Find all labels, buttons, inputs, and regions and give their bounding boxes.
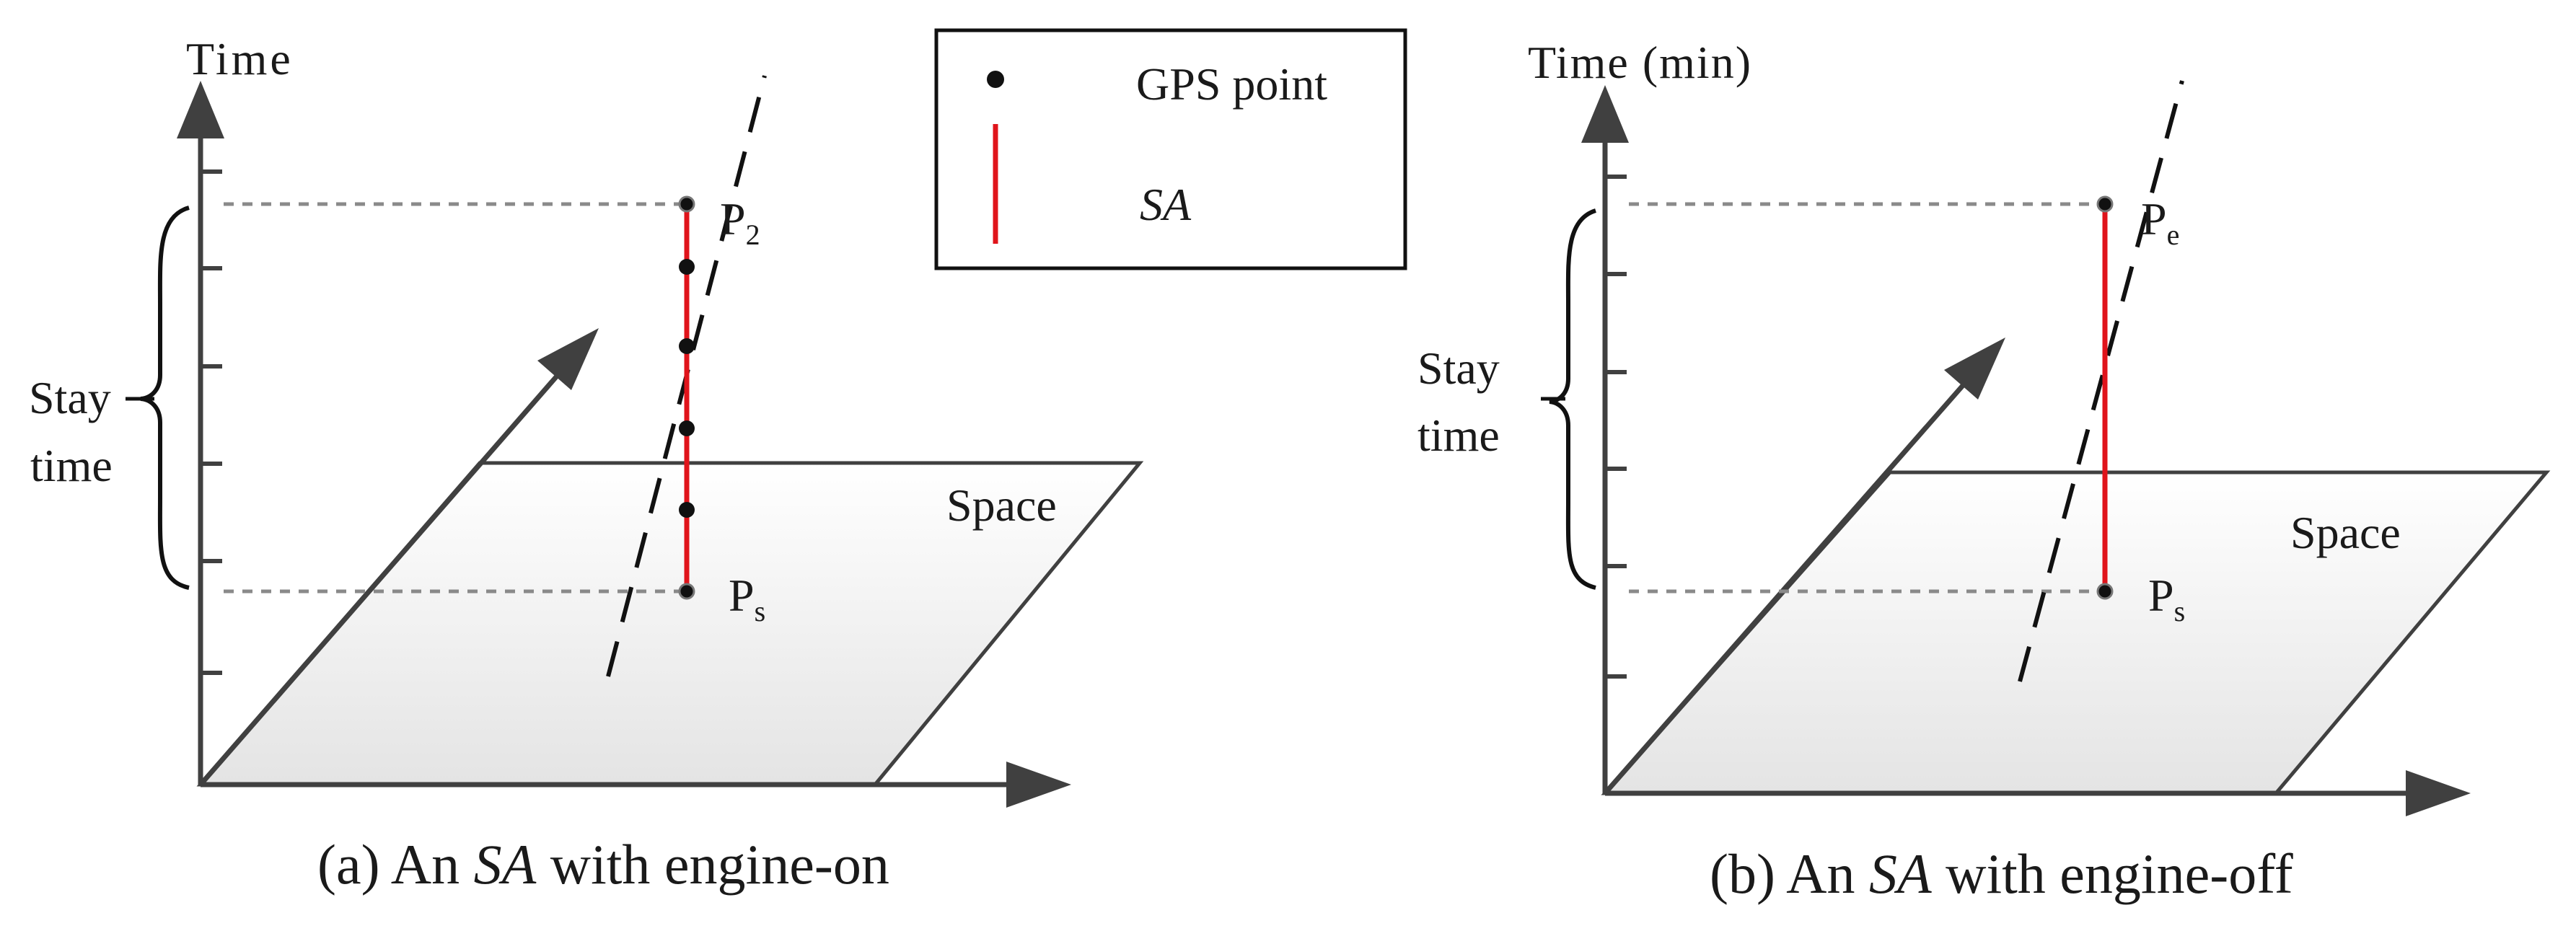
gps-point [2096,583,2114,600]
x-axis-b [1605,770,2471,816]
gps-point [678,195,695,213]
y-axis-arrow-a [537,328,599,390]
y-axis-a [198,328,599,787]
point-label-start-a: Ps [729,570,765,627]
time-axis-b [1581,85,1629,793]
gps-points-b [2096,195,2114,600]
stay-label-a-line1: Stay [29,372,111,423]
caption-b: (b) An SA with engine-off [1710,842,2293,905]
gps-points-a [678,195,695,600]
legend-box [934,28,1407,270]
x-axis-a [201,762,1071,808]
space-label-b: Space [2290,507,2401,558]
panel-a: Time Stay time Space P2 Ps (a) An SA wit… [29,33,1144,896]
space-label-a: Space [946,480,1057,531]
legend: GPS point SA [934,28,1407,270]
gps-point [679,259,695,275]
panel-b: Time (min) Stay time Space Pe Ps (b) An … [1417,37,2551,905]
time-axis-arrow-b [1581,85,1629,143]
trajectory-dashed-b [2018,80,2184,682]
y-axis-b [1603,337,2005,795]
gps-point [679,338,695,354]
stay-label-a-line2: time [30,440,113,491]
point-label-start-b: Ps [2148,570,2185,627]
legend-gps-point-label: GPS point [1136,58,1327,110]
gps-point [679,420,695,436]
point-label-end-a: P2 [720,193,760,251]
gps-point [2096,195,2114,213]
time-axis-arrow-a [177,81,224,138]
legend-sa-label: SA [1140,179,1192,230]
time-axis-label-b: Time (min) [1528,37,1752,88]
stay-time-brace-b [1549,208,1597,590]
stay-label-b-line1: Stay [1417,343,1500,394]
stay-label-b-line2: time [1417,410,1500,461]
y-axis-arrow-b [1944,337,2005,400]
gps-point [678,583,695,600]
point-label-end-b: Pe [2141,193,2179,251]
time-axis-ticks-a [201,169,222,675]
time-axis-ticks-b [1605,175,1627,679]
time-axis-a [177,81,224,785]
legend-gps-point-icon [987,71,1004,88]
gps-point [679,502,695,518]
x-axis-arrow-b [2406,770,2471,816]
time-axis-label-a: Time [186,33,294,84]
caption-a: (a) An SA with engine-on [317,833,889,896]
x-axis-arrow-a [1006,762,1071,808]
